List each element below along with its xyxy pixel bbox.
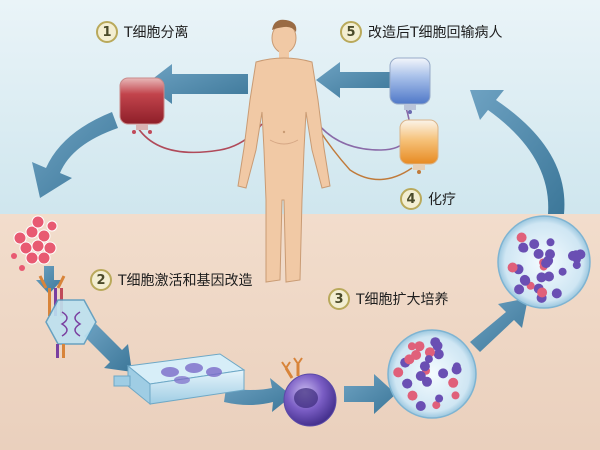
- arrow-to-flask: [84, 324, 132, 372]
- arrow-to-large-culture: [470, 298, 528, 352]
- cultured-cell: [402, 378, 413, 389]
- step-2-label: T细胞激活和基因改造: [118, 273, 253, 289]
- step-1-badge: 1: [96, 21, 118, 43]
- cultured-cell: [414, 341, 425, 352]
- chemo-tube: [317, 127, 413, 181]
- cultured-cell: [572, 261, 581, 270]
- cultured-cell: [518, 242, 529, 253]
- chemo-bag: [399, 119, 439, 174]
- expansion-culture: [387, 329, 477, 419]
- step-5-label: 改造后T细胞回输病人: [368, 25, 503, 41]
- blood-bag: [119, 77, 165, 134]
- car-receptor-and-vector: [38, 275, 97, 358]
- cultured-cell: [407, 342, 416, 351]
- step-1-label: T细胞分离: [124, 25, 189, 41]
- cultured-cell: [558, 267, 567, 276]
- arrow-to-person: [316, 62, 392, 98]
- cultured-cell: [432, 401, 441, 410]
- cultured-cell: [533, 248, 544, 259]
- culture-flask: [113, 353, 246, 406]
- large-culture: [497, 215, 591, 309]
- arrow-to-receptor: [36, 266, 62, 294]
- cultured-cell: [544, 271, 554, 282]
- cultured-cell: [507, 262, 518, 273]
- cultured-cell: [543, 255, 554, 266]
- modified-t-cell: [281, 357, 337, 427]
- cultured-cell: [514, 284, 525, 295]
- cultured-cell: [438, 368, 449, 379]
- cultured-cell: [424, 355, 433, 364]
- step-5-badge: 5: [340, 21, 362, 43]
- arrow-to-cell: [224, 378, 292, 412]
- patient-figure: [237, 19, 331, 283]
- cultured-cell: [435, 394, 444, 403]
- arrow-to-blood-bag: [146, 64, 248, 104]
- cultured-cell: [520, 275, 531, 286]
- step-3: 3 T细胞扩大培养: [328, 288, 449, 310]
- cultured-cell: [424, 347, 435, 358]
- cultured-cell: [419, 361, 430, 372]
- cultured-cell: [433, 349, 444, 360]
- cultured-cell: [415, 371, 426, 381]
- cultured-cell: [516, 232, 527, 243]
- cultured-cell: [546, 238, 555, 247]
- cultured-cell: [538, 273, 547, 281]
- arrow-to-expansion: [344, 374, 396, 414]
- modified-cells-bag: [389, 57, 431, 114]
- arrow-to-infusion-bag: [470, 90, 565, 214]
- step-3-label: T细胞扩大培养: [356, 292, 449, 308]
- cultured-cell: [568, 250, 578, 261]
- step-3-badge: 3: [328, 288, 350, 310]
- cultured-cell: [415, 401, 426, 411]
- arrow-to-separated-cells: [32, 112, 118, 198]
- cultured-cell: [407, 390, 418, 401]
- cultured-cell: [551, 288, 562, 299]
- cultured-cell: [430, 337, 441, 348]
- step-2-badge: 2: [90, 269, 112, 291]
- cultured-cell: [575, 249, 586, 260]
- separated-cells: [11, 215, 58, 271]
- step-4: 4 化疗: [400, 188, 456, 210]
- step-2: 2 T细胞激活和基因改造: [90, 269, 253, 291]
- step-4-label: 化疗: [428, 192, 456, 208]
- cultured-cell: [404, 354, 415, 365]
- cultured-cell: [451, 364, 462, 375]
- step-1: 1 T细胞分离: [96, 21, 189, 43]
- step-5: 5 改造后T细胞回输病人: [340, 21, 503, 43]
- cultured-cell: [537, 287, 548, 298]
- cultured-cell: [448, 377, 459, 388]
- step-4-badge: 4: [400, 188, 422, 210]
- cultured-cell: [451, 391, 460, 400]
- cultured-cell: [529, 239, 540, 250]
- cultured-cell: [393, 367, 404, 378]
